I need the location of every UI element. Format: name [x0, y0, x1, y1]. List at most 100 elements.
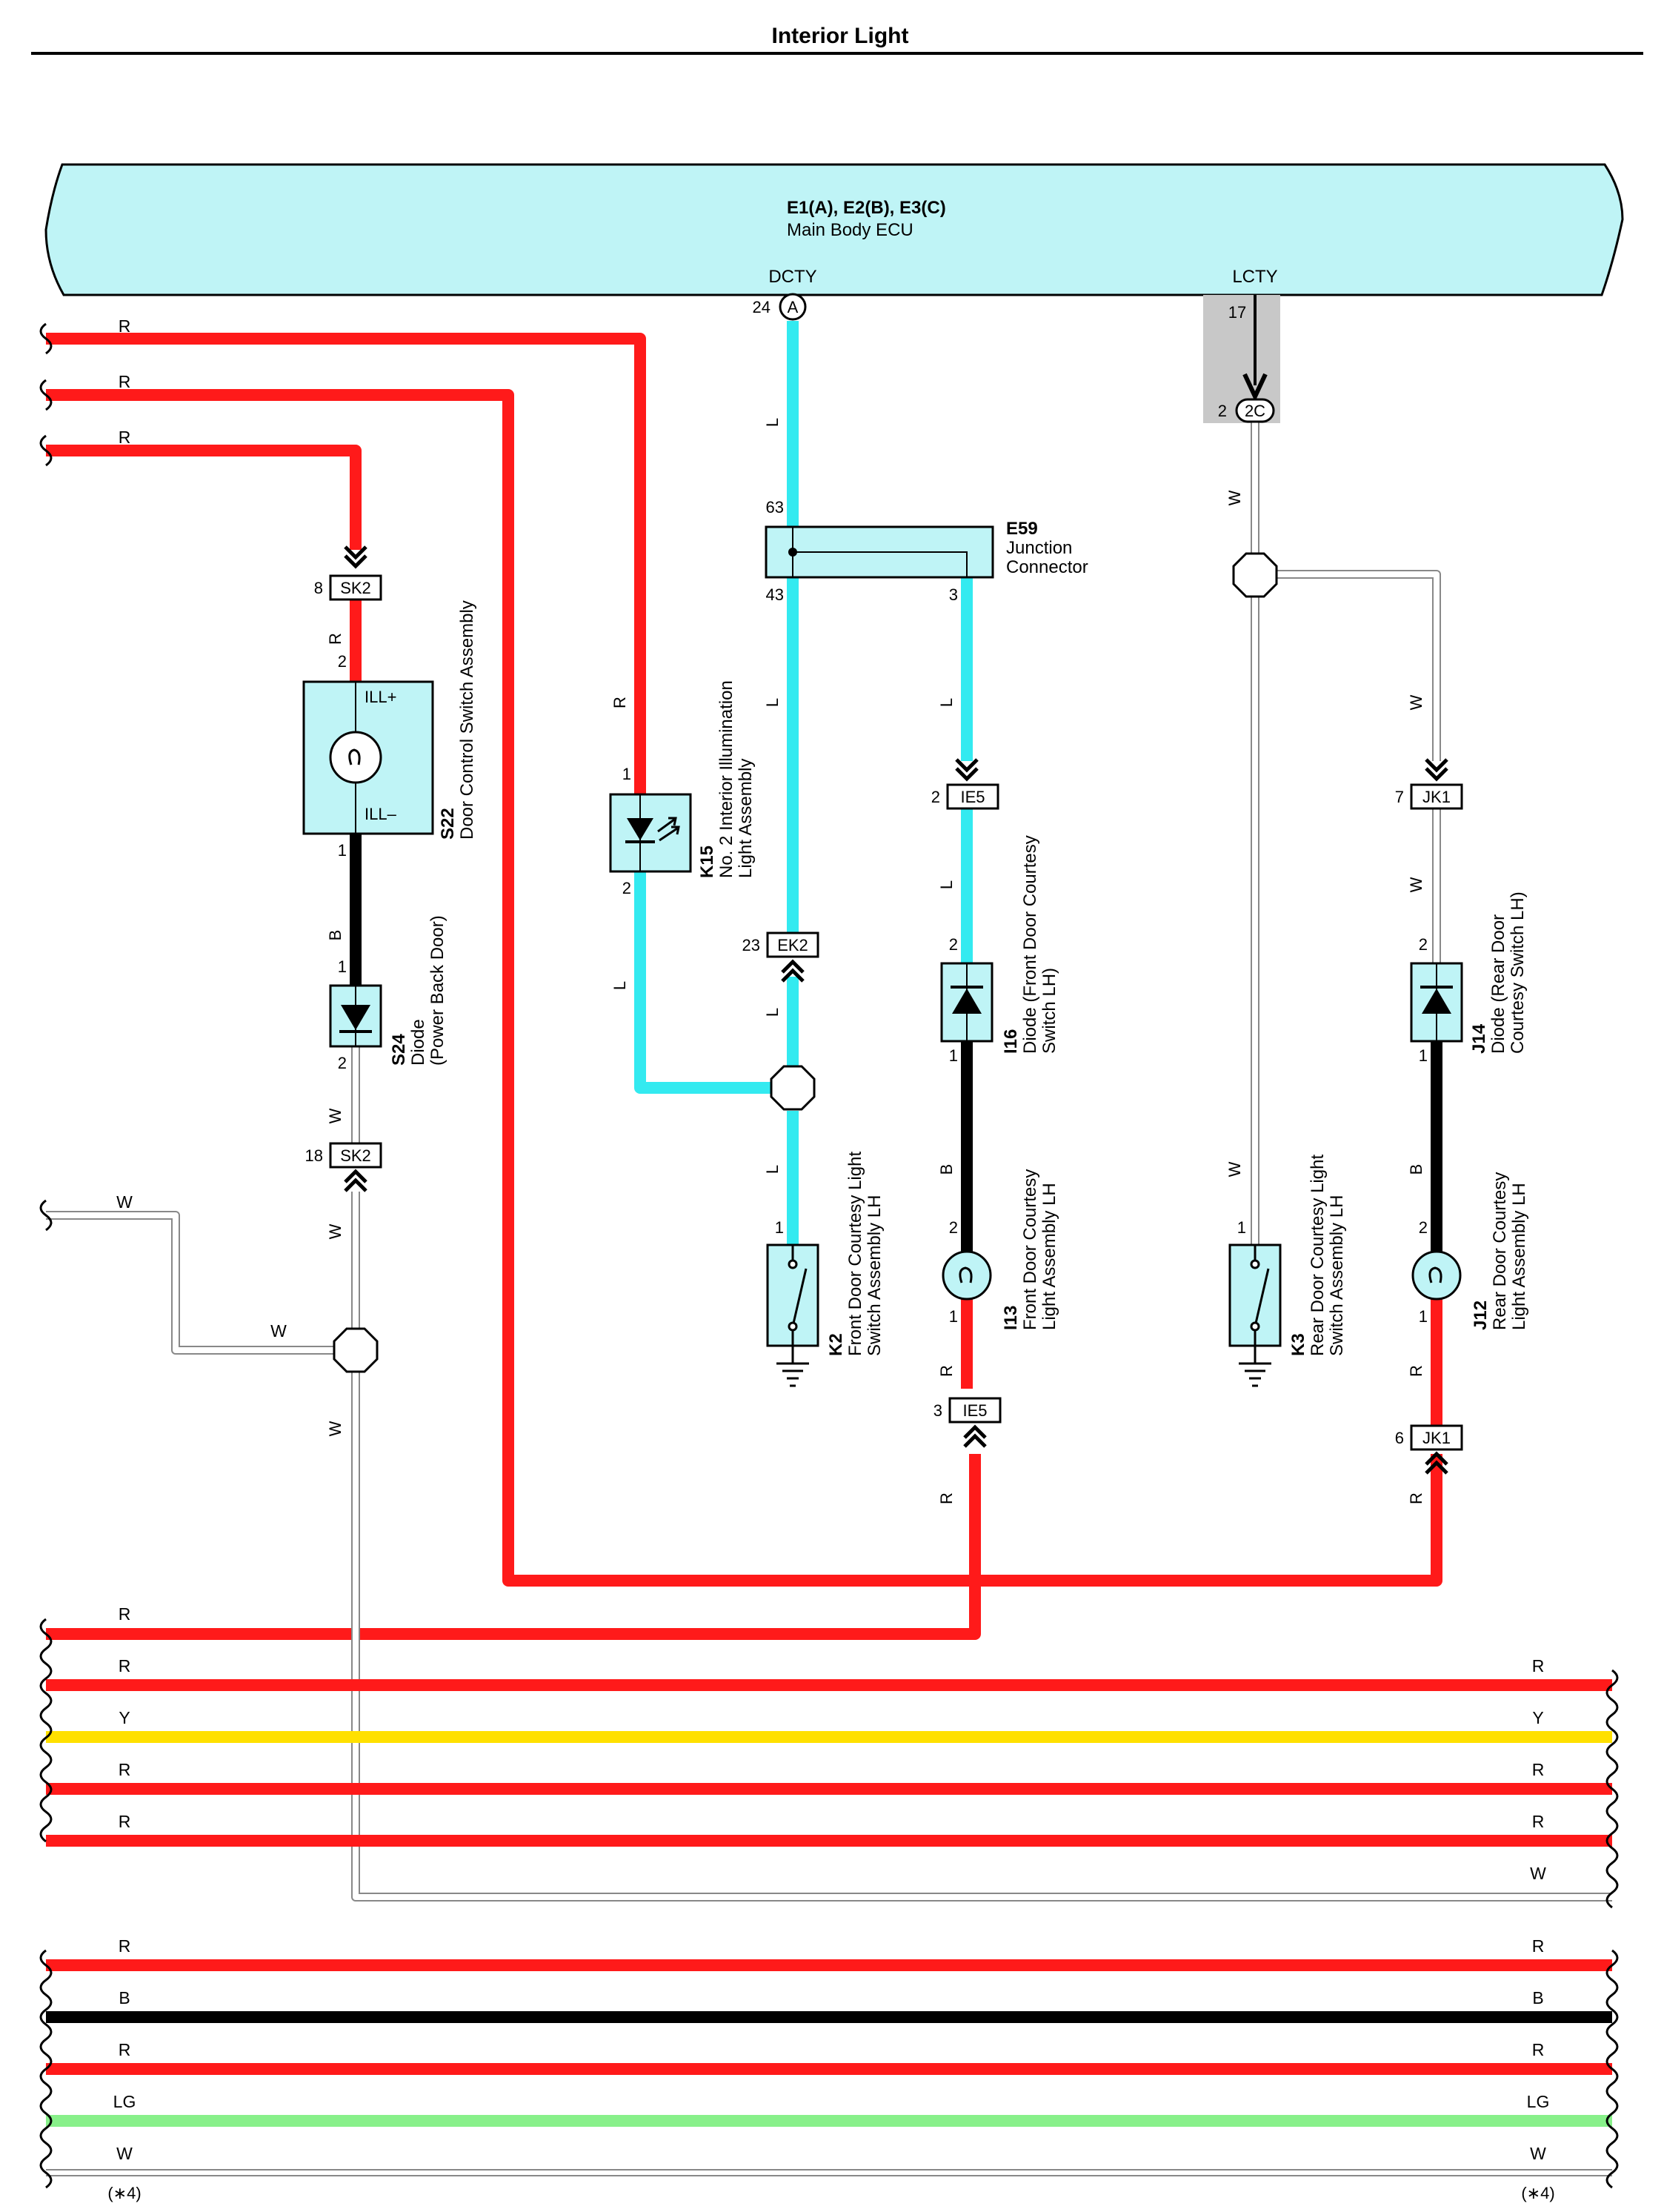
wire-labels-horizontal: R R R W W [116, 316, 287, 1341]
ie5-top-arrows [955, 758, 979, 782]
bus-label: R [119, 1812, 131, 1831]
wire-label: R [1407, 1365, 1425, 1377]
s22-pin-top: 2 [338, 652, 347, 671]
s24-label: S24 Diode (Power Back Door) [389, 915, 447, 1066]
bus-label: LG [113, 2092, 136, 2111]
sk2-top-arrows [344, 545, 367, 569]
j12-line1: Rear Door Courtesy [1490, 1172, 1510, 1330]
s22-ill-plus: ILL+ [365, 688, 396, 706]
bus-label: Y [119, 1708, 130, 1727]
j12-filament-icon [1428, 1266, 1442, 1283]
wire-label: L [937, 880, 956, 889]
wire-label: R [1407, 1492, 1425, 1504]
bus-1-wires [46, 1679, 1612, 1847]
k2-code: K2 [826, 1333, 846, 1356]
splice-points [333, 552, 1278, 1373]
k15-code: K15 [697, 846, 717, 878]
j14-line1: Diode (Rear Door [1488, 914, 1508, 1054]
i16-label: I16 Diode (Front Door Courtesy Switch LH… [1001, 835, 1059, 1054]
i13-line2: Light Assembly LH [1039, 1183, 1059, 1330]
ie5-bottom-pin: 3 [933, 1401, 942, 1420]
bus-label: R [119, 1656, 131, 1675]
k15-label: K15 No. 2 Interior Illumination Light As… [697, 680, 756, 878]
junction-code: E59 [1006, 519, 1038, 539]
wire-label: W [326, 1223, 345, 1239]
bus-label: R [119, 2040, 131, 2059]
sk2-top-pin: 8 [314, 579, 323, 597]
lcty-2c-pin: 2 [1218, 402, 1227, 420]
ek2-arrows [781, 959, 805, 983]
bus-label: B [119, 1988, 130, 2007]
j12-pin-bot: 1 [1419, 1307, 1428, 1326]
wire-w-white [46, 417, 1612, 1902]
terminal-dcty: DCTY [768, 267, 816, 287]
wire-label: W [116, 1192, 133, 1212]
s24-line2: (Power Back Door) [427, 915, 447, 1066]
bus-2-wires [46, 1959, 1612, 2127]
jk1-top-connector [1410, 783, 1463, 810]
jk1-bottom-connector [1410, 1424, 1463, 1451]
i13-line1: Front Door Courtesy [1020, 1169, 1040, 1330]
bus-label: W [1530, 2144, 1546, 2163]
page-title: Interior Light [772, 24, 909, 48]
wire-label: W [326, 1108, 345, 1123]
s22-name: Door Control Switch Assembly [457, 600, 477, 840]
bus-label: R [1532, 1936, 1545, 1956]
jk1-bottom-arrows [1425, 1451, 1448, 1475]
wire-break-marks [39, 322, 1619, 2189]
bus-label: R [119, 1604, 131, 1624]
junction-line1: Junction [1006, 538, 1072, 558]
s24-diode-icon [341, 1005, 370, 1030]
sk2-bottom-arrows [344, 1169, 367, 1192]
jk1-top-label: JK1 [1422, 788, 1451, 806]
i16-pin-top: 2 [949, 935, 958, 954]
sk2-bottom-label: SK2 [340, 1146, 371, 1165]
wire-label: R [610, 697, 629, 708]
wire-label: W [1407, 877, 1425, 892]
wire-label: B [326, 930, 345, 941]
bus-label: R [1532, 2040, 1545, 2059]
bus-label: Y [1532, 1708, 1543, 1727]
k15-light-arrows [657, 817, 680, 842]
k3-ground-icon [1239, 1362, 1271, 1387]
sk2-top-connector [329, 574, 382, 601]
bus-label: R [1532, 1760, 1545, 1779]
main-body-ecu-block [44, 163, 1624, 296]
s22-box [302, 680, 434, 835]
i16-diode-icon [952, 989, 982, 1014]
bus-label: R [119, 1936, 131, 1956]
k3-code: K3 [1288, 1333, 1308, 1356]
bus-label: B [1532, 1988, 1543, 2007]
ek2-label: EK2 [777, 936, 808, 954]
bus-label: R [119, 1760, 131, 1779]
wire-label: B [937, 1164, 956, 1175]
sk2-bottom-pin: 18 [305, 1146, 323, 1165]
splice-lcty [1232, 552, 1278, 598]
wire-r-sk2-feed [46, 445, 362, 682]
bus-right-labels: R Y R R W [1530, 1656, 1546, 1883]
wire-r-main-loop [46, 389, 1442, 1587]
j12-pin-top: 2 [1419, 1218, 1428, 1237]
s24-line1: Diode [408, 1019, 428, 1066]
ie5-bottom-label: IE5 [962, 1401, 987, 1420]
lcty-pin-number: 17 [1228, 303, 1246, 322]
j14-pin-bot: 1 [1419, 1046, 1428, 1065]
k3-pin: 1 [1237, 1218, 1246, 1237]
j14-pin-top: 2 [1419, 935, 1428, 954]
bus-left-labels: R R Y R R [119, 1604, 131, 1831]
j14-code: J14 [1469, 1023, 1489, 1054]
j12-bulb-icon [1411, 1250, 1462, 1301]
wire-label: B [1407, 1164, 1425, 1175]
s24-pin-bot: 2 [338, 1054, 347, 1072]
bus-2-right-labels: R B R LG W [1527, 1936, 1550, 2163]
wire-labels-vertical: R B W W W R L L L L L L L B R R W W W W … [326, 418, 1425, 1504]
k15-line2: Light Assembly [736, 759, 756, 878]
s22-code: S22 [438, 808, 458, 840]
wire-label: W [1225, 1161, 1244, 1177]
ie5-top-connector [946, 783, 999, 810]
bus-label: R [1532, 1656, 1545, 1675]
s22-bulb-icon [329, 731, 382, 784]
ecu-name: Main Body ECU [787, 220, 913, 240]
k15-pin-top: 1 [622, 765, 631, 783]
ek2-pin: 23 [742, 936, 760, 954]
